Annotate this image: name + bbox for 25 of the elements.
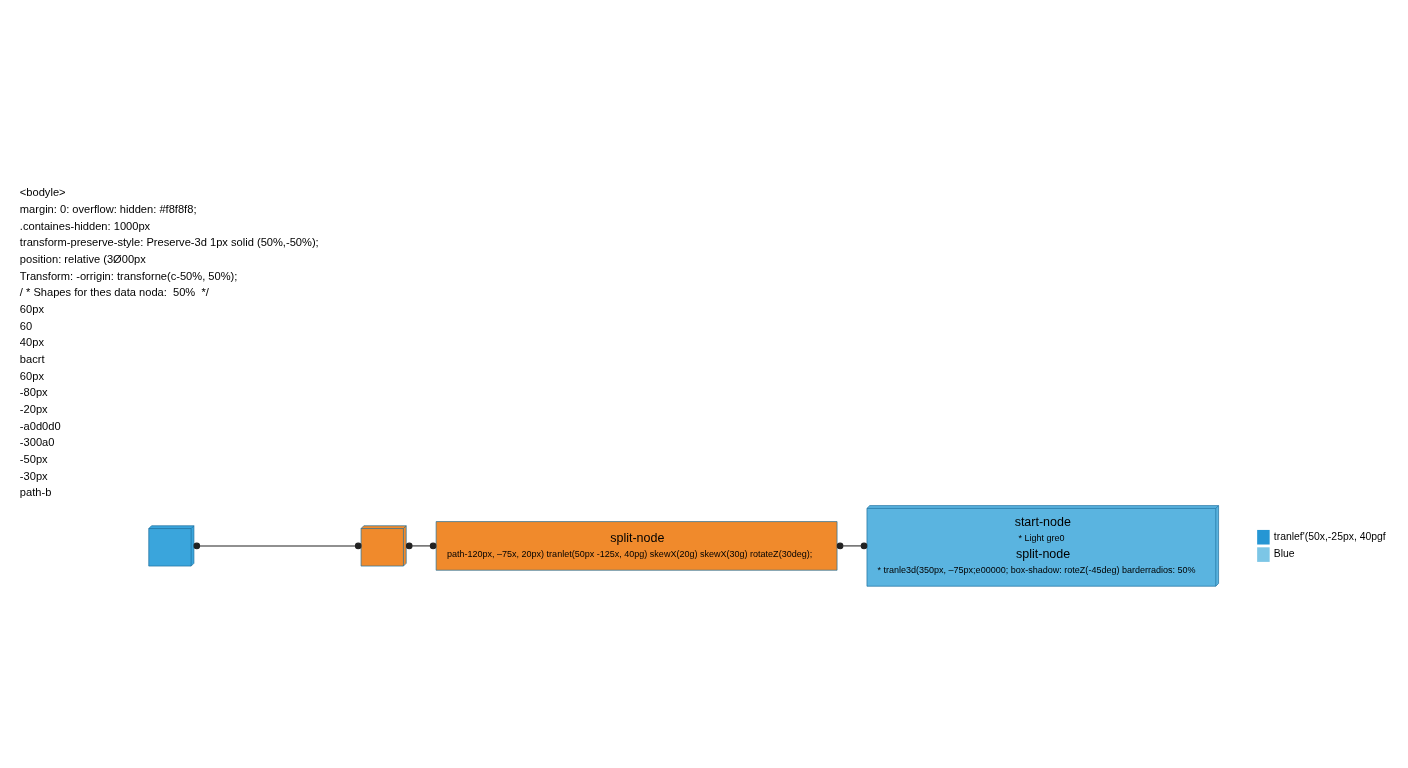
label: Transform: -orrigin: transforne(c-50%, 50%); [19,269,238,282]
connector [405,542,437,550]
node-box: split-node path-120px, –75x, 20px) tranlet(50px -125x, 40pg) skewX(20g) skewX(30g) rotateZ(30deg); [435,521,838,571]
label: -80px [19,386,48,399]
label: transform-preserve-style: Preserve-3d 1px solid (50%,-50%); [19,236,319,249]
label: -50px [19,453,48,466]
label: <bodyle> [19,186,66,199]
label: .containes-hidden: 1000px [19,219,151,232]
connector [836,542,868,550]
label: path-b [19,486,52,499]
label: margin: 0: overflow: hidden: #f8f8f8; [19,202,197,215]
label: 60px [19,302,44,315]
label: bacrt [19,353,45,366]
label: -a0d0d0 [19,419,61,432]
label: -30px [19,469,48,482]
legend-label: Blue [1273,548,1295,560]
connector [193,542,362,550]
label: -20px [19,403,48,416]
legend-label: tranlef'(50x,-25px, 40pgf [1273,530,1386,542]
label: 60px [19,369,44,382]
label: 60 [19,319,33,332]
label: -300a0 [19,436,55,449]
label: / * Shapes for thes data noda: 50% */ [19,286,209,299]
label: position: relative (3Ø00px [19,252,146,265]
label: 40px [19,336,44,349]
